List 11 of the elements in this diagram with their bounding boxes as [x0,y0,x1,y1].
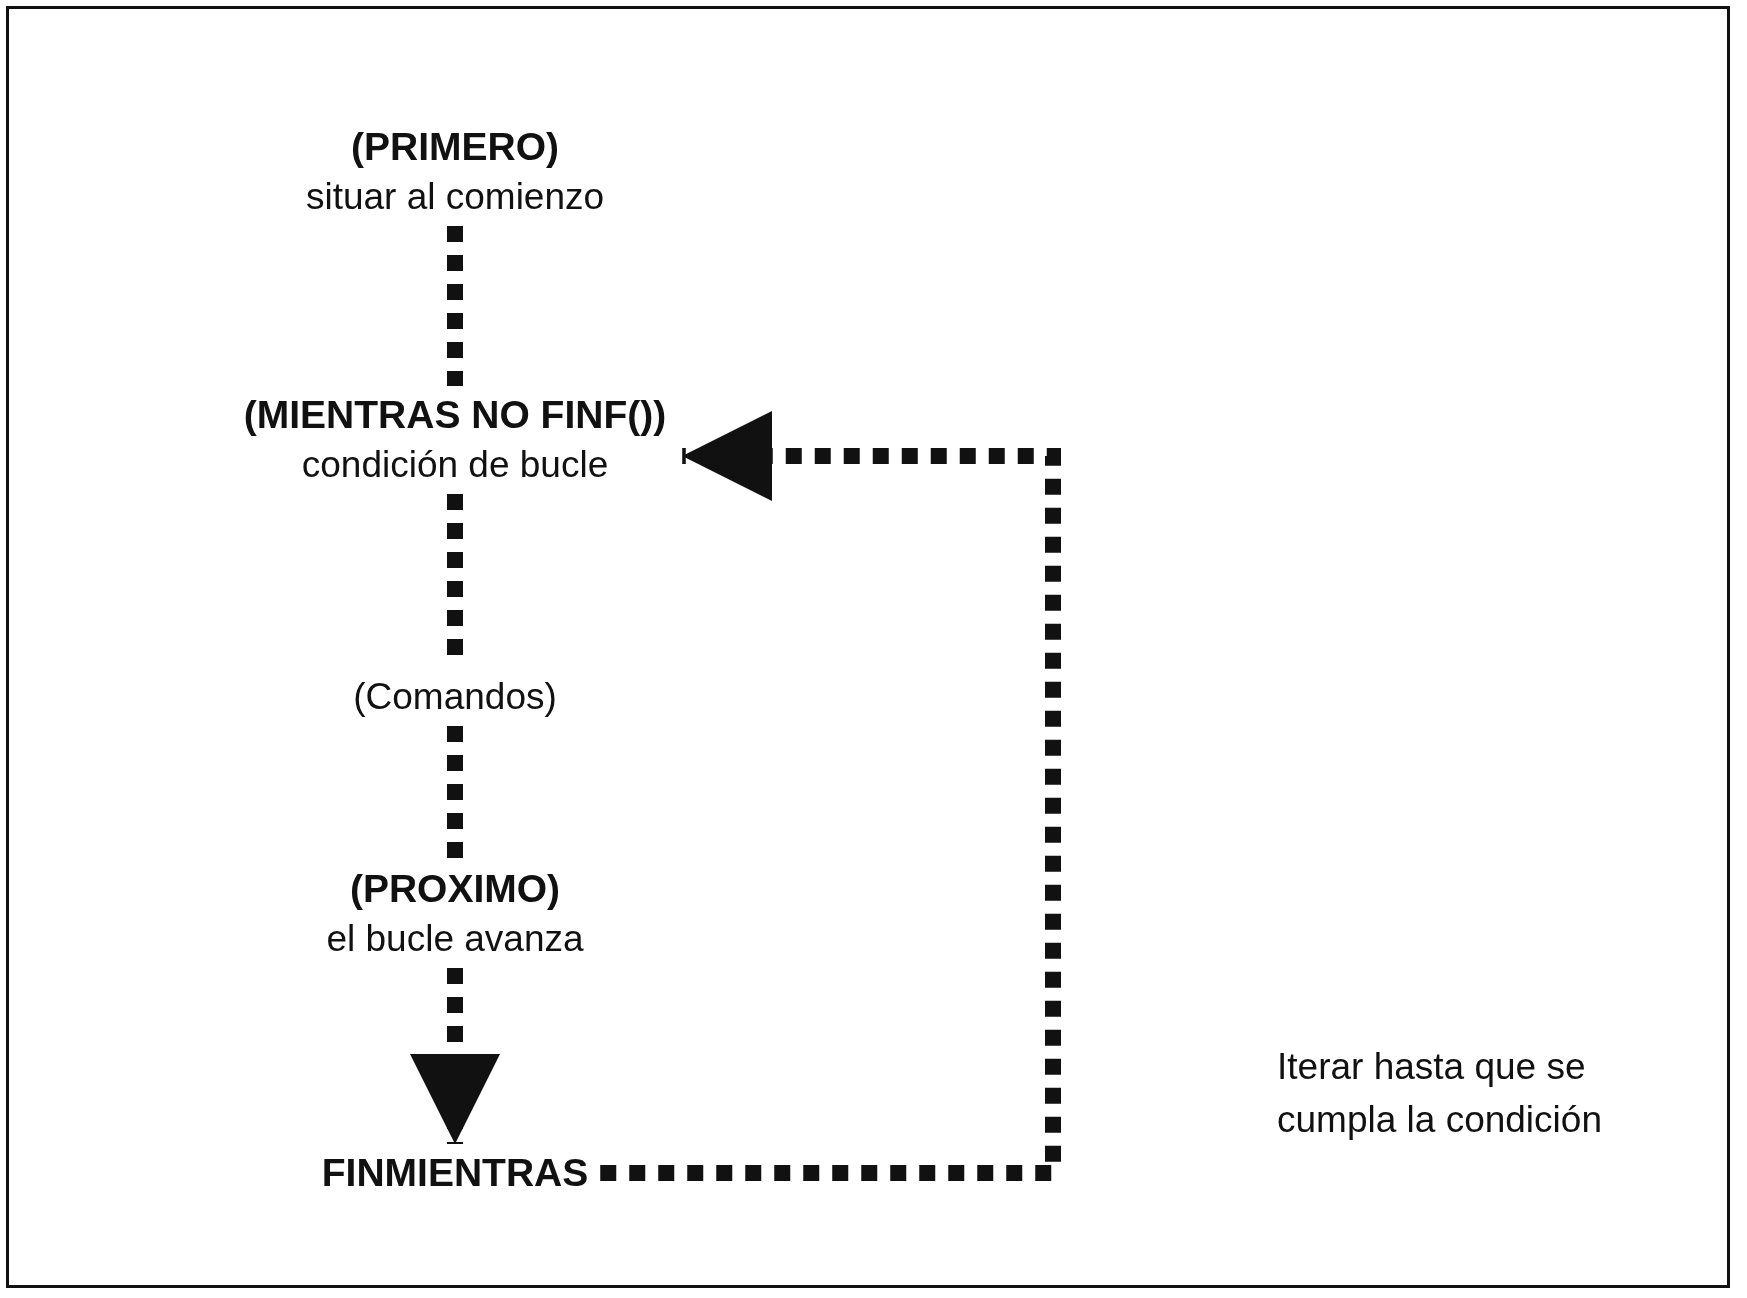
node-title: (Comandos) [353,675,557,719]
note-text: Iterar hasta que se cumpla la condición [1277,1045,1603,1142]
node-title: (MIENTRAS NO FINF()) [243,392,667,438]
dotted-arrow [600,411,1061,1181]
node-title: (PROXIMO) [348,866,562,912]
node-title: FINMIENTRAS [321,1150,589,1196]
node-title: (PRIMERO) [350,124,560,170]
node-description: situar al comienzo [305,175,605,219]
dotted-arrow [410,968,500,1144]
node-description: condición de bucle [300,443,610,487]
node-description: el bucle avanza [326,917,584,961]
